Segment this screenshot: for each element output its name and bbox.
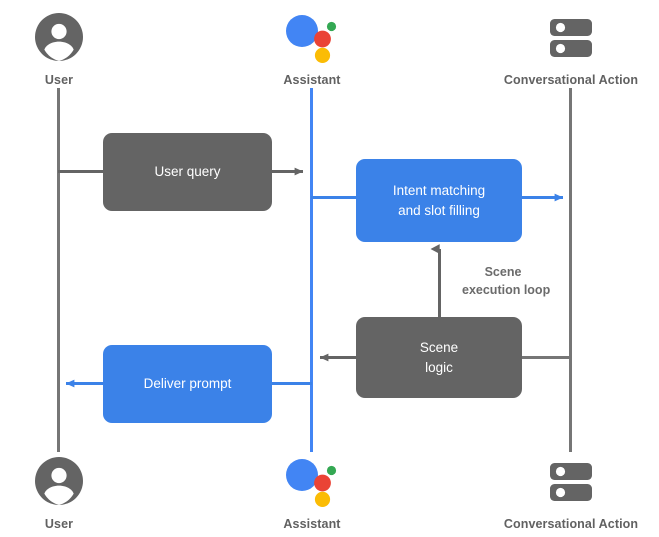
server-icon [501, 452, 641, 510]
node-deliver-prompt-label: Deliver prompt [143, 376, 232, 392]
node-scene-logic-label: Scene logic [420, 338, 458, 377]
actor-user-bottom: User [0, 452, 129, 531]
actor-conversational-action-bottom: Conversational Action [501, 452, 641, 531]
actor-assistant-top: Assistant [242, 8, 382, 87]
node-scene-logic[interactable]: Scene logic [356, 317, 522, 398]
node-intent-matching-line1: Intent matching [392, 182, 486, 198]
node-intent-matching-line2: and slot filling [398, 202, 480, 218]
user-avatar-icon [0, 8, 129, 66]
actor-conversational-action-top: Conversational Action [501, 8, 641, 87]
actor-label-assistant-bottom: Assistant [283, 517, 341, 531]
annotation-scene-execution-loop: Scene execution loop [462, 264, 622, 299]
actor-assistant-bottom: Assistant [242, 452, 382, 531]
annotation-scene-execution-loop-line2: execution loop [462, 282, 551, 297]
actor-label-assistant-top: Assistant [283, 73, 341, 87]
node-scene-logic-line2: logic [425, 359, 453, 375]
google-assistant-icon [242, 8, 382, 66]
actor-user-top: User [0, 8, 129, 87]
annotation-scene-execution-loop-line1: Scene [484, 265, 522, 279]
node-user-query[interactable]: User query [103, 133, 272, 211]
node-user-query-label: User query [154, 164, 221, 180]
user-avatar-icon [0, 452, 129, 510]
actor-label-user-bottom: User [44, 517, 74, 531]
node-intent-matching-label: Intent matching and slot filling [393, 181, 485, 220]
node-scene-logic-line1: Scene [419, 339, 459, 355]
google-assistant-icon [242, 452, 382, 510]
server-icon [501, 8, 641, 66]
actor-label-conversational-action-bottom: Conversational Action [503, 517, 639, 531]
actor-label-user-top: User [44, 73, 74, 87]
actor-label-conversational-action-top: Conversational Action [503, 73, 639, 87]
node-intent-matching[interactable]: Intent matching and slot filling [356, 159, 522, 242]
node-deliver-prompt[interactable]: Deliver prompt [103, 345, 272, 423]
